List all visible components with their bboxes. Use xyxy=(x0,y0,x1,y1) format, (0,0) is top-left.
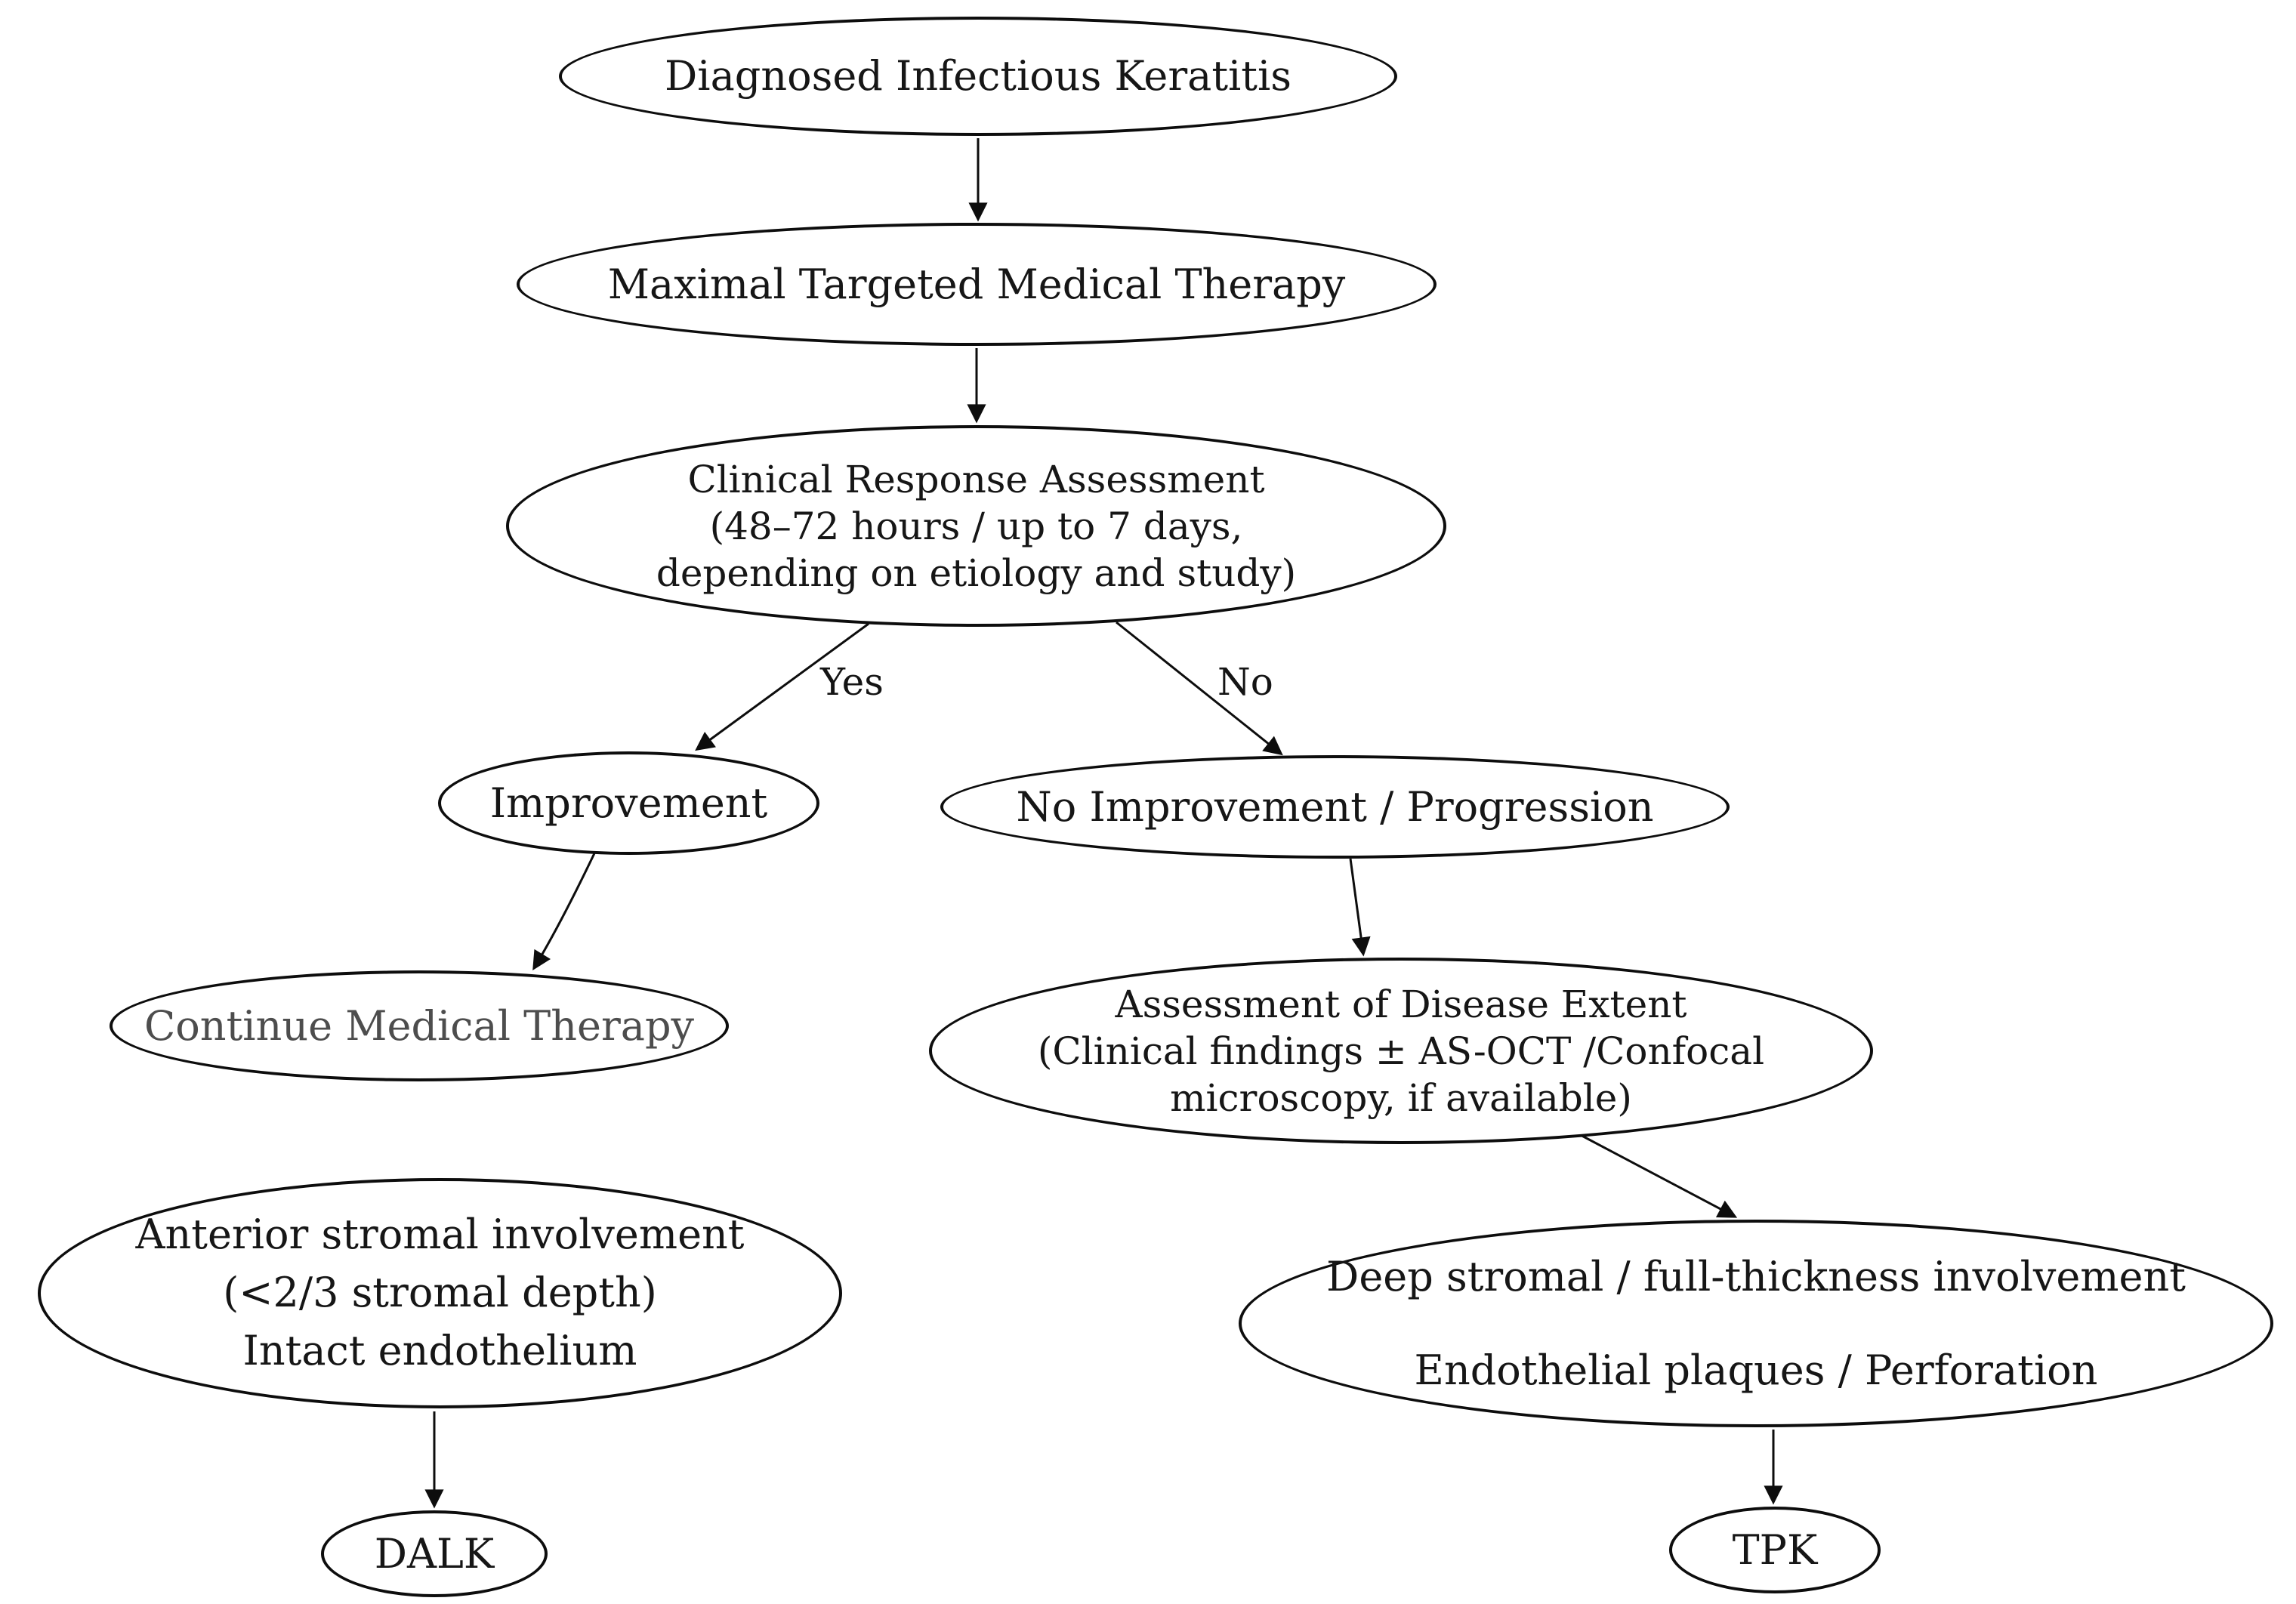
node-text: microscopy, if available) xyxy=(1170,1075,1632,1120)
node-text: Continue Medical Therapy xyxy=(144,1001,695,1050)
node-text: Assessment of Disease Extent xyxy=(1115,982,1687,1026)
node-text: (<2/3 stromal depth) xyxy=(223,1269,657,1317)
node-text: (Clinical findings ± AS-OCT /Confocal xyxy=(1037,1029,1765,1073)
edge-assessment-deep xyxy=(1575,1131,1738,1218)
node-text: No Improvement / Progression xyxy=(1016,782,1654,831)
node-text: Improvement xyxy=(489,779,768,827)
edge-clinical-no-improvement xyxy=(1116,621,1283,756)
edge-label-yes: Yes xyxy=(820,660,884,704)
node-text: Maximal Targeted Medical Therapy xyxy=(607,260,1346,308)
edge-no-improvement-assessment xyxy=(1349,858,1371,957)
node-maximal-targeted-medical-therapy: Maximal Targeted Medical Therapy xyxy=(517,223,1437,346)
node-text: Endothelial plaques / Perforation xyxy=(1414,1346,2098,1394)
edge-improvement-continue xyxy=(532,853,596,971)
node-text: depending on etiology and study) xyxy=(656,551,1297,595)
node-text: Anterior stromal involvement xyxy=(135,1211,745,1259)
node-deep-stromal-involvement: Deep stromal / full-thickness involvemen… xyxy=(1239,1220,2273,1427)
node-text: Clinical Response Assessment xyxy=(687,457,1265,501)
node-improvement: Improvement xyxy=(438,751,819,855)
node-text: Diagnosed Infectious Keratitis xyxy=(665,52,1292,100)
node-dalk: DALK xyxy=(321,1510,548,1597)
node-anterior-stromal-involvement: Anterior stromal involvement (<2/3 strom… xyxy=(38,1178,842,1408)
node-clinical-response-assessment: Clinical Response Assessment (48–72 hour… xyxy=(506,425,1446,627)
node-diagnosed-infectious-keratitis: Diagnosed Infectious Keratitis xyxy=(559,17,1397,136)
edge-clinical-improvement xyxy=(695,622,869,751)
node-no-improvement-progression: No Improvement / Progression xyxy=(940,755,1730,859)
node-text: (48–72 hours / up to 7 days, xyxy=(709,504,1243,548)
node-text: Deep stromal / full-thickness involvemen… xyxy=(1326,1253,2186,1300)
node-assessment-of-disease-extent: Assessment of Disease Extent (Clinical f… xyxy=(929,958,1873,1144)
edge-label-no: No xyxy=(1217,660,1273,704)
node-text: TPK xyxy=(1732,1525,1818,1574)
node-continue-medical-therapy: Continue Medical Therapy xyxy=(110,970,729,1081)
node-text: DALK xyxy=(374,1529,495,1578)
node-text: Intact endothelium xyxy=(242,1326,637,1374)
node-tpk: TPK xyxy=(1669,1507,1881,1593)
